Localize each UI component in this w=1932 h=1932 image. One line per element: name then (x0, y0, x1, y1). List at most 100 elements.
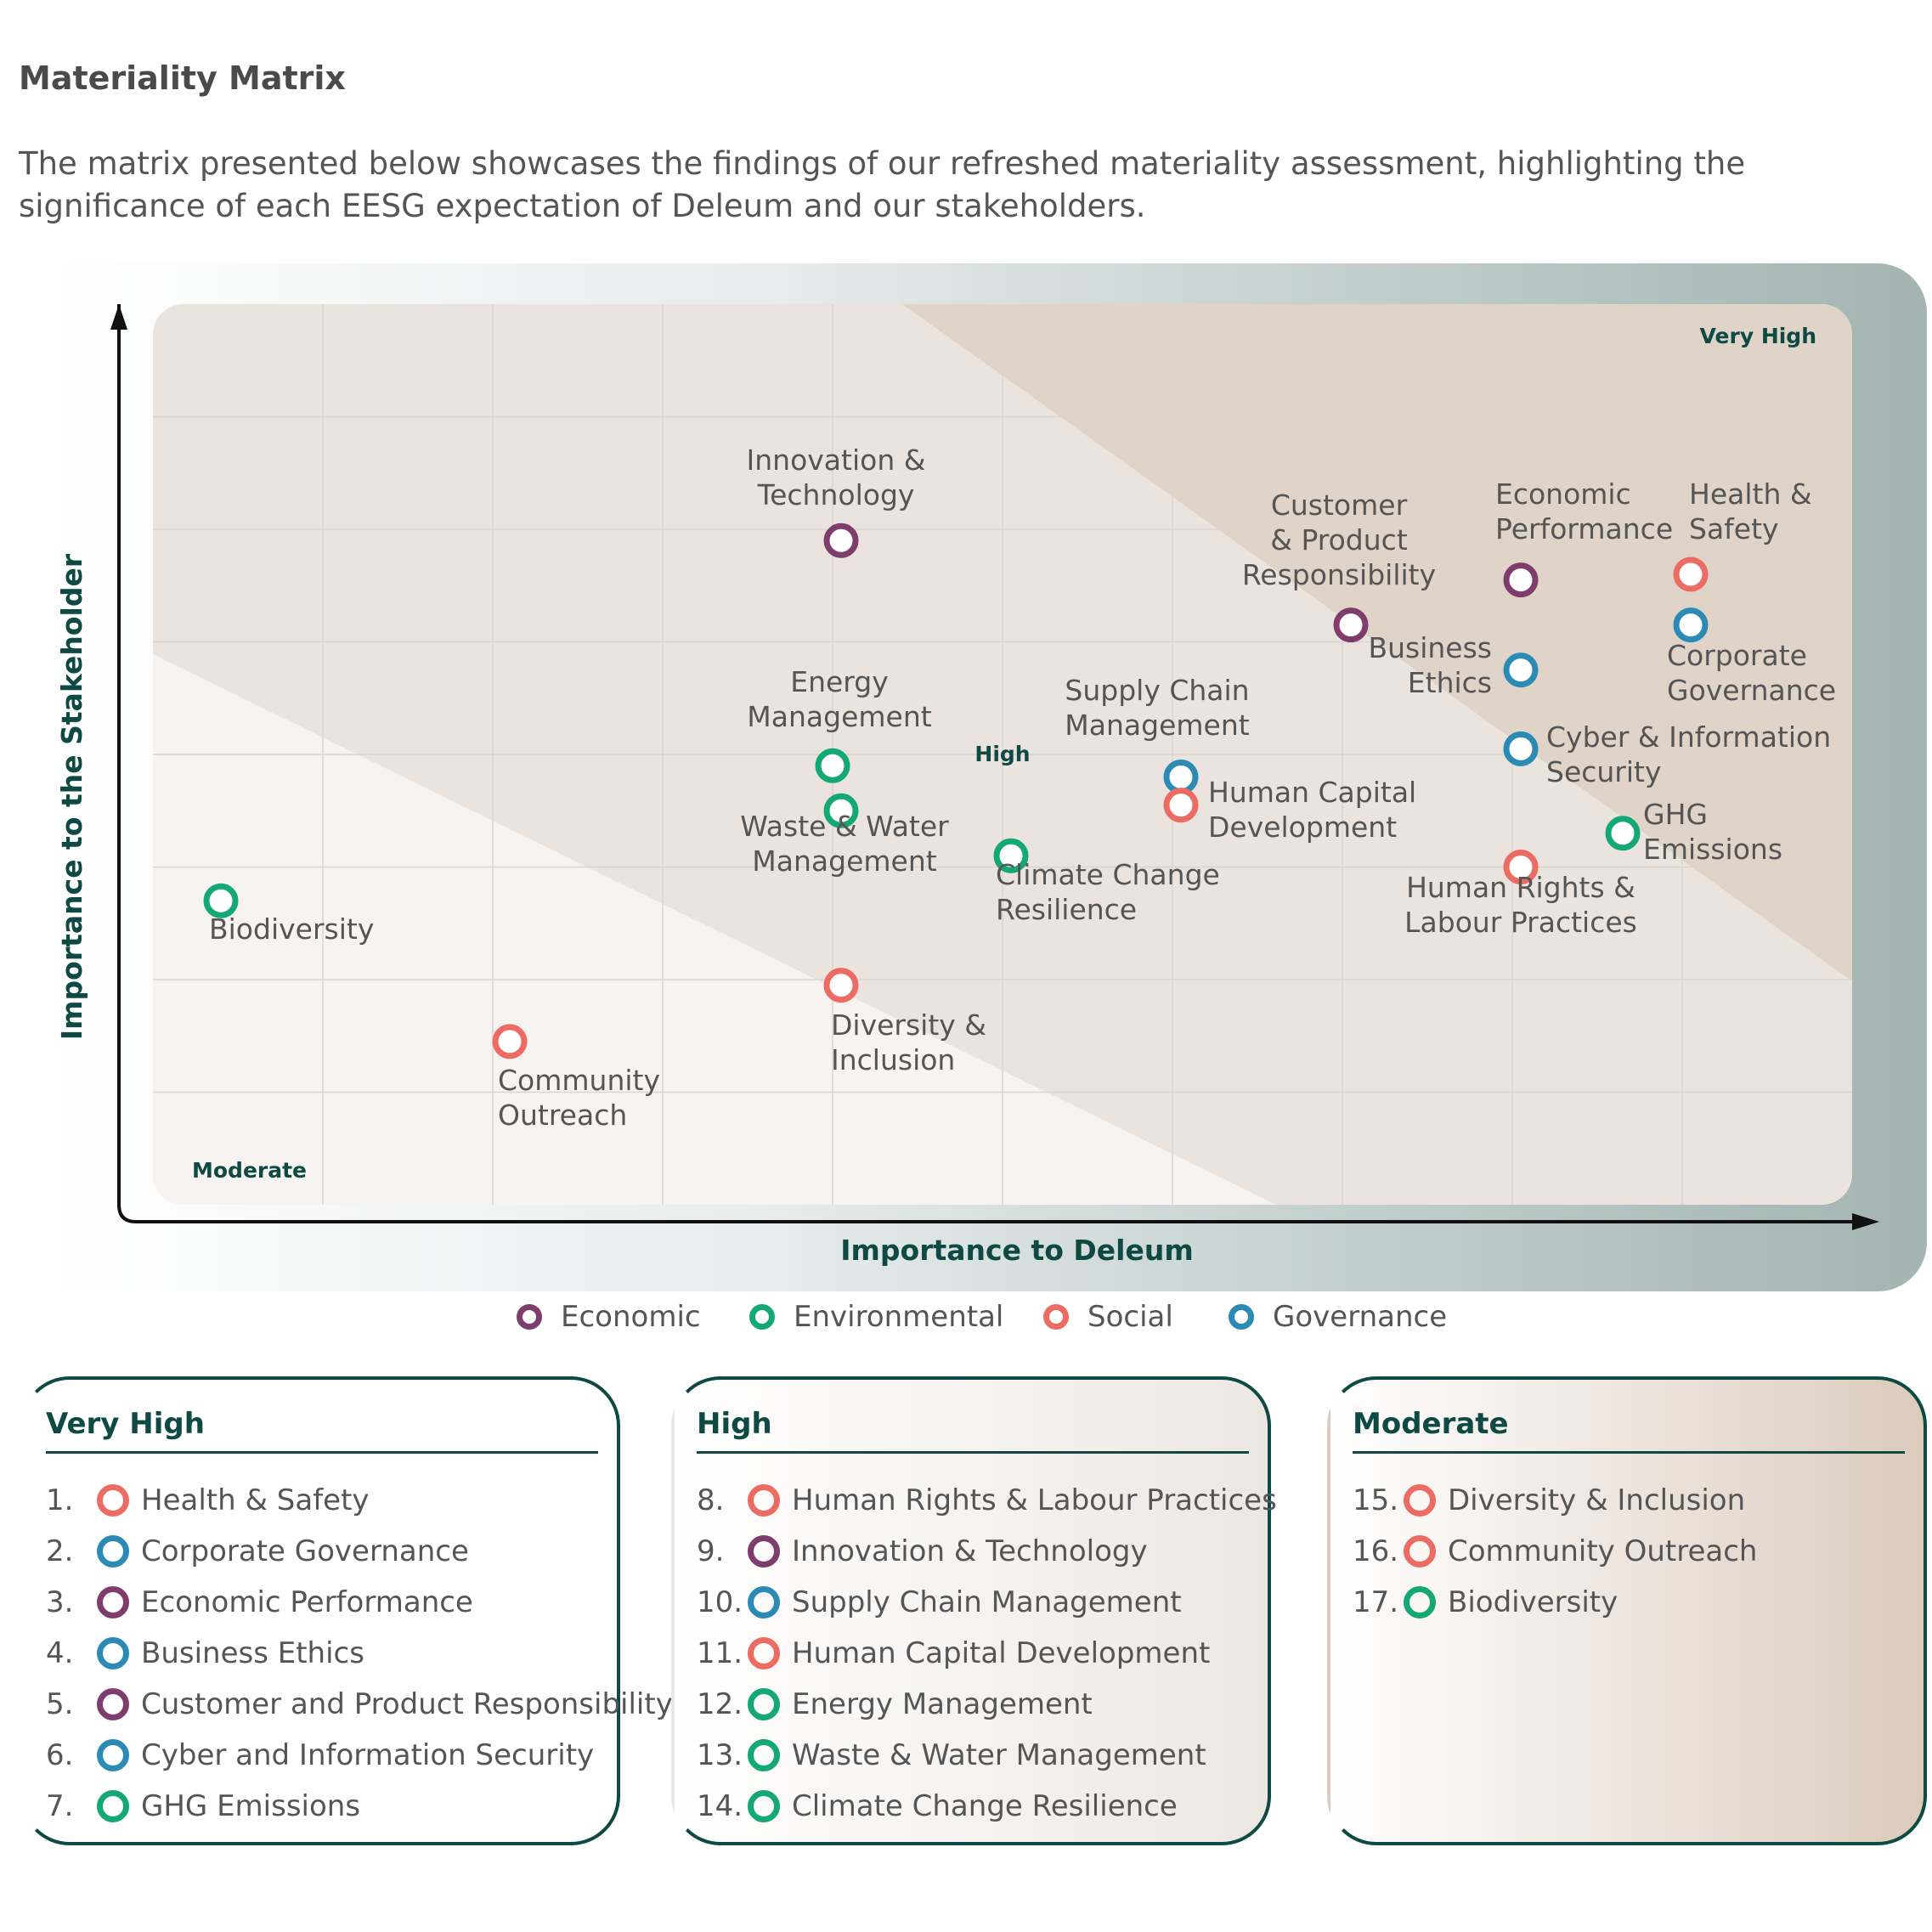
zone-label: Very High (1700, 324, 1816, 348)
item-number: 2. (46, 1534, 74, 1568)
item-number: 14. (697, 1789, 743, 1823)
data-point-marker (1503, 562, 1539, 598)
page-title: Materiality Matrix (19, 59, 346, 97)
list-item: 16. Community Outreach (1353, 1526, 1757, 1577)
data-point-marker (1503, 850, 1539, 884)
item-number: 12. (697, 1687, 743, 1721)
data-point-label: Biodiversity (209, 912, 374, 946)
list-item: 17. Biodiversity (1353, 1577, 1757, 1628)
y-axis-title: Importance to the Stakeholder (55, 553, 88, 1040)
item-label: Customer and Product Responsibility (141, 1687, 673, 1721)
item-number: 11. (697, 1636, 743, 1670)
x-axis-title: Importance to Deleum (840, 1234, 1193, 1267)
item-number: 3. (46, 1585, 74, 1619)
legend-item-environmental: Environmental (749, 1300, 1003, 1334)
item-number: 5. (46, 1687, 74, 1721)
item-number: 8. (697, 1483, 725, 1517)
item-label: Cyber and Information Security (141, 1738, 595, 1772)
x-axis-arrow-icon (1852, 1213, 1879, 1230)
environmental-ring-icon (749, 1304, 775, 1330)
item-label: Waste & Water Management (792, 1738, 1206, 1772)
item-label: Health & Safety (141, 1483, 370, 1517)
data-point-marker (823, 968, 859, 1003)
economic-ring-icon (97, 1586, 129, 1618)
data-point-marker (823, 523, 859, 558)
legend-label: Environmental (794, 1300, 1004, 1334)
governance-ring-icon (97, 1535, 129, 1568)
zone-band-very-high (902, 304, 1852, 981)
list-item: 12.Energy Management (697, 1679, 1277, 1730)
ranking-box-high: High 8. Human Rights & Labour Practices 9.… (671, 1376, 1277, 1845)
list-item: 5. Customer and Product Responsibility (46, 1679, 673, 1730)
legend-label: Social (1087, 1300, 1173, 1334)
item-number: 9. (697, 1534, 725, 1568)
environmental-ring-icon (1404, 1586, 1436, 1618)
item-number: 16. (1353, 1534, 1399, 1568)
zone-band-moderate (153, 654, 1276, 1205)
legend-item-social: Social (1043, 1300, 1173, 1334)
list-item: 1. Health & Safety (46, 1475, 673, 1526)
environmental-ring-icon (748, 1739, 780, 1771)
social-ring-icon (748, 1484, 780, 1517)
item-label: Business Ethics (141, 1636, 364, 1670)
item-number: 4. (46, 1636, 74, 1670)
ranking-list: 8. Human Rights & Labour Practices 9. Innov… (697, 1475, 1277, 1832)
item-number: 15. (1353, 1483, 1399, 1517)
item-number: 10. (697, 1585, 743, 1619)
item-label: Innovation & Technology (792, 1534, 1148, 1568)
social-ring-icon (1404, 1535, 1436, 1568)
item-label: Diversity & Inclusion (1448, 1483, 1746, 1517)
list-item: 15. Diversity & Inclusion (1353, 1475, 1757, 1526)
item-label: Economic Performance (141, 1585, 473, 1619)
governance-ring-icon (97, 1637, 129, 1669)
ranking-heading: High (697, 1407, 1249, 1454)
list-item: 3. Economic Performance (46, 1577, 673, 1628)
social-ring-icon (1404, 1484, 1436, 1517)
economic-ring-icon (97, 1688, 129, 1720)
matrix-svg: Importance to Deleum Importance to the St… (55, 304, 1879, 1267)
ranking-list: 15. Diversity & Inclusion 16. Community Out… (1353, 1475, 1757, 1628)
item-label: Community Outreach (1448, 1534, 1758, 1568)
data-point-label: Innovation &Technology (747, 443, 926, 511)
list-item: 4. Business Ethics (46, 1628, 673, 1679)
data-point-label: Diversity &Inclusion (831, 1008, 986, 1076)
list-item: 9. Innovation & Technology (697, 1526, 1277, 1577)
intro-text: The matrix presented below showcases the… (19, 145, 1746, 224)
list-item: 8. Human Rights & Labour Practices (697, 1475, 1277, 1526)
item-number: 13. (697, 1738, 743, 1772)
zone-label: Moderate (192, 1158, 307, 1183)
data-point-marker (823, 793, 859, 828)
governance-ring-icon (1229, 1304, 1254, 1330)
list-item: 7.GHG Emissions (46, 1781, 673, 1832)
data-point-marker (1333, 607, 1369, 643)
item-label: GHG Emissions (141, 1789, 361, 1823)
item-number: 1. (46, 1483, 74, 1517)
environmental-ring-icon (748, 1688, 780, 1720)
item-label: Biodiversity (1448, 1585, 1618, 1619)
legend-label: Governance (1273, 1300, 1448, 1334)
governance-ring-icon (97, 1739, 129, 1771)
item-label: Supply Chain Management (792, 1585, 1182, 1619)
item-number: 17. (1353, 1585, 1399, 1619)
list-item: 11.Human Capital Development (697, 1628, 1277, 1679)
environmental-ring-icon (748, 1790, 780, 1822)
ranking-heading: Moderate (1353, 1407, 1905, 1454)
data-point-marker (1503, 731, 1539, 766)
economic-ring-icon (748, 1535, 780, 1568)
list-item: 6.Cyber and Information Security (46, 1730, 673, 1781)
item-label: Corporate Governance (141, 1534, 469, 1568)
data-point-marker (492, 1024, 528, 1059)
item-label: Human Rights & Labour Practices (792, 1483, 1277, 1517)
data-point-marker (1605, 816, 1641, 851)
data-point-label: Health &Safety (1689, 477, 1812, 545)
ranking-box-moderate: Moderate 15. Diversity & Inclusion 16. Comm… (1327, 1376, 1927, 1845)
